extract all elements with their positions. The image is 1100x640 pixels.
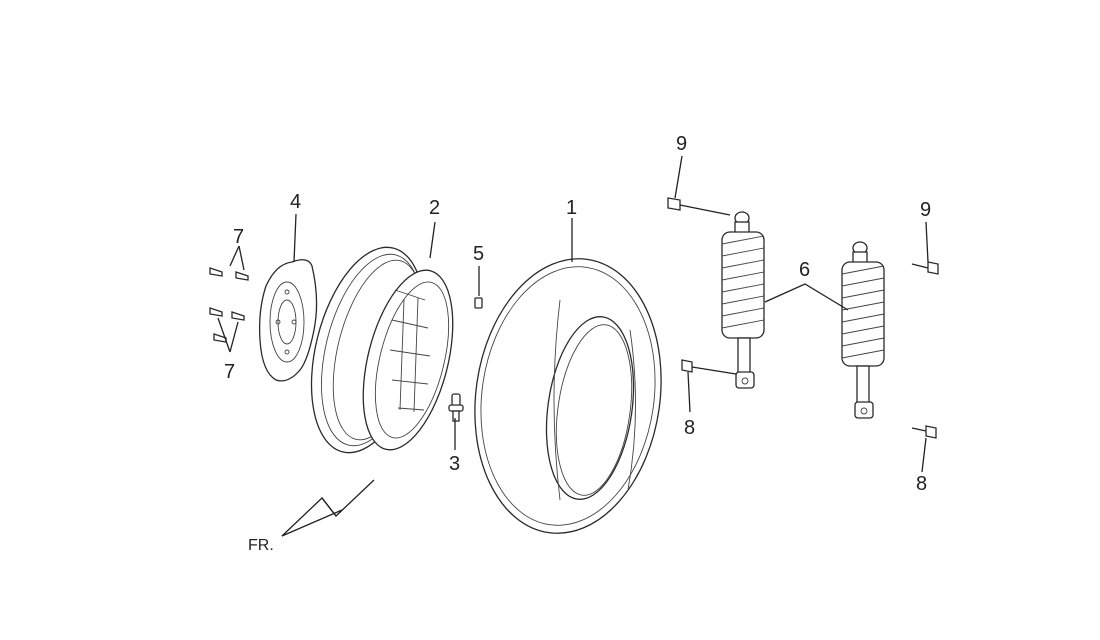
callout-9-right: 9: [920, 199, 931, 221]
upper-bolt-right: [911, 261, 939, 275]
leader-lines: [217, 155, 929, 473]
callout-6: 6: [799, 259, 810, 281]
callout-7-lower: 7: [224, 361, 235, 383]
callout-1: 1: [566, 197, 577, 219]
shock-absorber-left: [721, 211, 765, 389]
lower-bolt-right: [911, 425, 937, 439]
tire-valve: [448, 393, 464, 422]
callout-5: 5: [473, 243, 484, 265]
shock-absorber-right: [841, 241, 885, 419]
brake-disc: [258, 259, 318, 382]
wheel-rim: [310, 246, 454, 454]
front-direction-indicator: [281, 479, 375, 537]
disc-bolts: [209, 267, 249, 343]
callout-9-left: 9: [676, 133, 687, 155]
lower-bolt-left: [681, 359, 737, 375]
tire: [474, 258, 662, 534]
callout-7-upper: 7: [233, 226, 244, 248]
callout-8-right: 8: [916, 473, 927, 495]
callout-8-left: 8: [684, 417, 695, 439]
callout-3: 3: [449, 453, 460, 475]
balance-weight: [474, 297, 483, 309]
callout-4: 4: [290, 191, 301, 213]
direction-label: FR.: [248, 537, 274, 554]
callout-2: 2: [429, 197, 440, 219]
upper-bolt-left: [667, 197, 731, 216]
